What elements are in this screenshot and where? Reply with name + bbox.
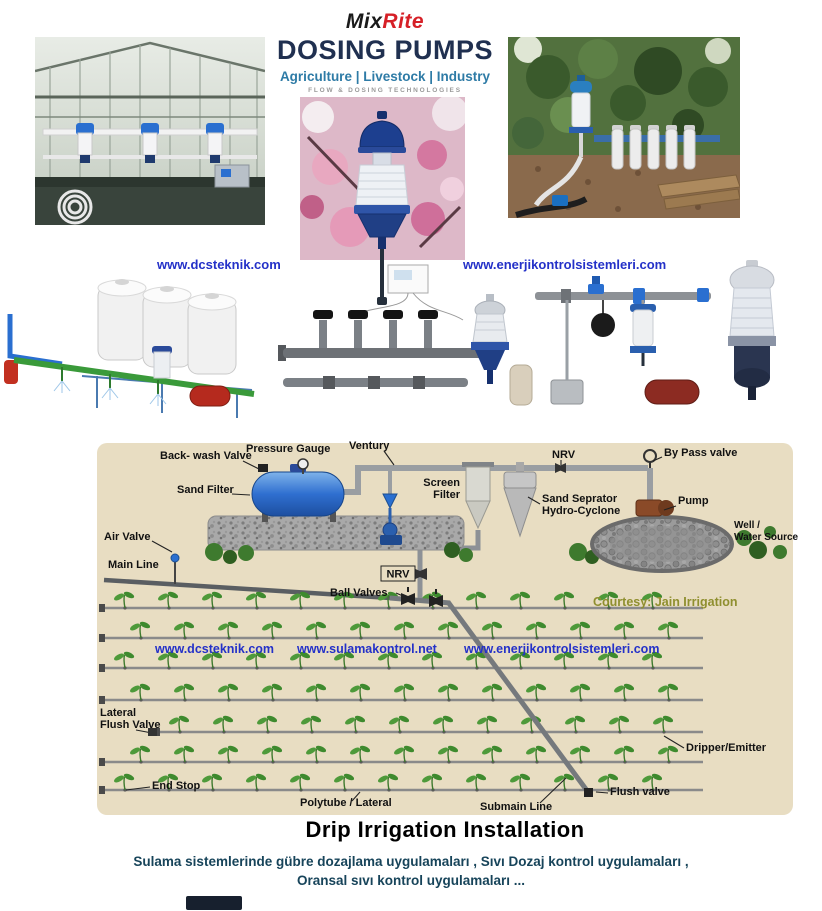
air-valve-device xyxy=(170,553,180,563)
nrv-top-device xyxy=(555,463,566,473)
fertilizer-tanks-illustration xyxy=(4,279,255,418)
pump-suction-tube xyxy=(377,258,387,305)
black-pipe xyxy=(515,196,588,218)
link-sulamakontrol-field: www.sulamakontrol.net xyxy=(296,642,438,656)
mini-dosing-pump xyxy=(152,346,172,379)
label-by-pass-valve: By Pass valve xyxy=(664,447,737,459)
beige-tank xyxy=(509,364,533,406)
link-dcsteknik-field: www.dcsteknik.com xyxy=(154,642,274,656)
label-courtesy: Courtesy: Jain Irrigation xyxy=(593,595,737,609)
label-flush-valve: Flush valve xyxy=(610,786,670,798)
fertilizer-tank xyxy=(251,464,345,522)
main-line-pipe xyxy=(103,577,391,601)
footer-line-1: Sulama sistemlerinde gübre dozajlama uyg… xyxy=(133,854,689,869)
label-nrv-mid: NRV xyxy=(386,569,410,581)
pipeline-illustration xyxy=(535,276,711,405)
well-pump-device xyxy=(635,499,674,517)
flowers-background xyxy=(300,97,465,249)
label-dripper: Dripper/Emitter xyxy=(686,742,767,754)
hydro-cyclone-device xyxy=(503,462,537,538)
link-enerjikontrol-field: www.enerjikontrolsistemleri.com xyxy=(463,642,659,656)
irrigation-diagram: Back- wash Valve Pressure Gauge Ventury … xyxy=(97,440,799,815)
brand-rite: Rite xyxy=(382,10,425,33)
label-screen-filter-1: Screen xyxy=(423,477,460,489)
horizontal-pipe xyxy=(535,292,711,300)
bypass-valve-device xyxy=(643,449,657,502)
label-sand-separator-2: Hydro-Cyclone xyxy=(542,505,620,517)
wood-planks xyxy=(657,174,740,198)
inline-dosing-pump xyxy=(630,304,656,366)
brand-mix: Mix xyxy=(345,10,383,33)
page-title: DOSING PUMPS xyxy=(276,35,494,65)
lateral-flush-valve-device xyxy=(148,728,157,736)
controller-box xyxy=(387,264,429,294)
pressure-gauge-device xyxy=(297,458,309,474)
watermark-badge xyxy=(186,896,242,910)
label-main-line: Main Line xyxy=(108,559,159,571)
valve-risers xyxy=(313,310,438,350)
label-polytube: Polytube / Lateral xyxy=(300,797,392,809)
black-filter-ball xyxy=(591,313,615,337)
blue-pipe xyxy=(7,314,63,367)
footer-text: Sulama sistemlerinde gübre dozajlama uyg… xyxy=(40,852,782,890)
white-hose xyxy=(533,155,584,207)
label-nrv-top: NRV xyxy=(552,449,576,461)
drip-field xyxy=(99,589,703,794)
label-sand-separator-1: Sand Seprator xyxy=(542,493,618,505)
label-ventury: Ventury xyxy=(349,440,390,452)
standalone-dosing-pump xyxy=(728,260,776,400)
blue-fittings xyxy=(588,276,709,304)
footer-line-2: Oransal sıvı kontrol uygulamaları ... xyxy=(296,873,526,888)
nrv-mid-device xyxy=(413,568,427,580)
link-enerjikontrol-top: www.enerjikontrolsistemleri.com xyxy=(463,257,667,272)
brand-block: MixRite DOSING PUMPS Agriculture | Lives… xyxy=(268,10,502,94)
greenhouse-installation-photo xyxy=(35,37,265,225)
outdoor-dosing-pump xyxy=(569,75,593,157)
label-well-1: Well / xyxy=(734,520,760,531)
venturi-device xyxy=(380,468,402,545)
valve-manifold-illustration xyxy=(278,264,533,406)
label-sand-filter: Sand Filter xyxy=(177,484,235,496)
red-tank xyxy=(189,385,231,407)
maroon-tank xyxy=(644,379,700,405)
page-subtitle: Agriculture | Livestock | Industry xyxy=(279,69,491,84)
brand-logo: MixRite xyxy=(268,10,502,34)
label-well-2: Water Source xyxy=(734,532,799,543)
manifold-dosing-pump xyxy=(471,294,509,384)
label-submain-line: Submain Line xyxy=(480,801,552,813)
screen-filter-device xyxy=(462,462,494,530)
submain-pipe xyxy=(445,600,591,794)
ball-valves-devices xyxy=(401,587,443,607)
label-pump: Pump xyxy=(678,495,709,507)
main-manifold-pipe xyxy=(283,348,483,358)
flush-valve-device xyxy=(584,788,593,797)
field-installation-photo xyxy=(508,37,740,218)
dosing-pump-photo xyxy=(300,97,465,260)
label-lateral-flush-1: Lateral xyxy=(100,707,136,719)
label-screen-filter-2: Filter xyxy=(433,489,461,501)
back-wash-valve-device xyxy=(258,464,268,472)
label-ball-valves: Ball Valves xyxy=(330,587,388,599)
link-dcsteknik-top: www.dcsteknik.com xyxy=(157,257,281,272)
page-tagline: FLOW & DOSING TECHNOLOGIES xyxy=(308,87,462,94)
red-valve xyxy=(4,360,18,384)
label-air-valve: Air Valve xyxy=(104,531,150,543)
overhead-pipe xyxy=(344,465,648,495)
greenhouse-dosing-pumps xyxy=(76,123,224,163)
filter-battery xyxy=(611,125,696,170)
label-pressure-gauge: Pressure Gauge xyxy=(246,443,330,455)
dosing-pump xyxy=(354,111,410,260)
label-end-stop: End Stop xyxy=(152,780,201,792)
label-back-wash-valve: Back- wash Valve xyxy=(160,450,252,462)
diagram-title: Drip Irrigation Installation xyxy=(305,817,585,842)
gray-box xyxy=(550,379,584,405)
label-lateral-flush-2: Flush Valve xyxy=(100,719,161,731)
